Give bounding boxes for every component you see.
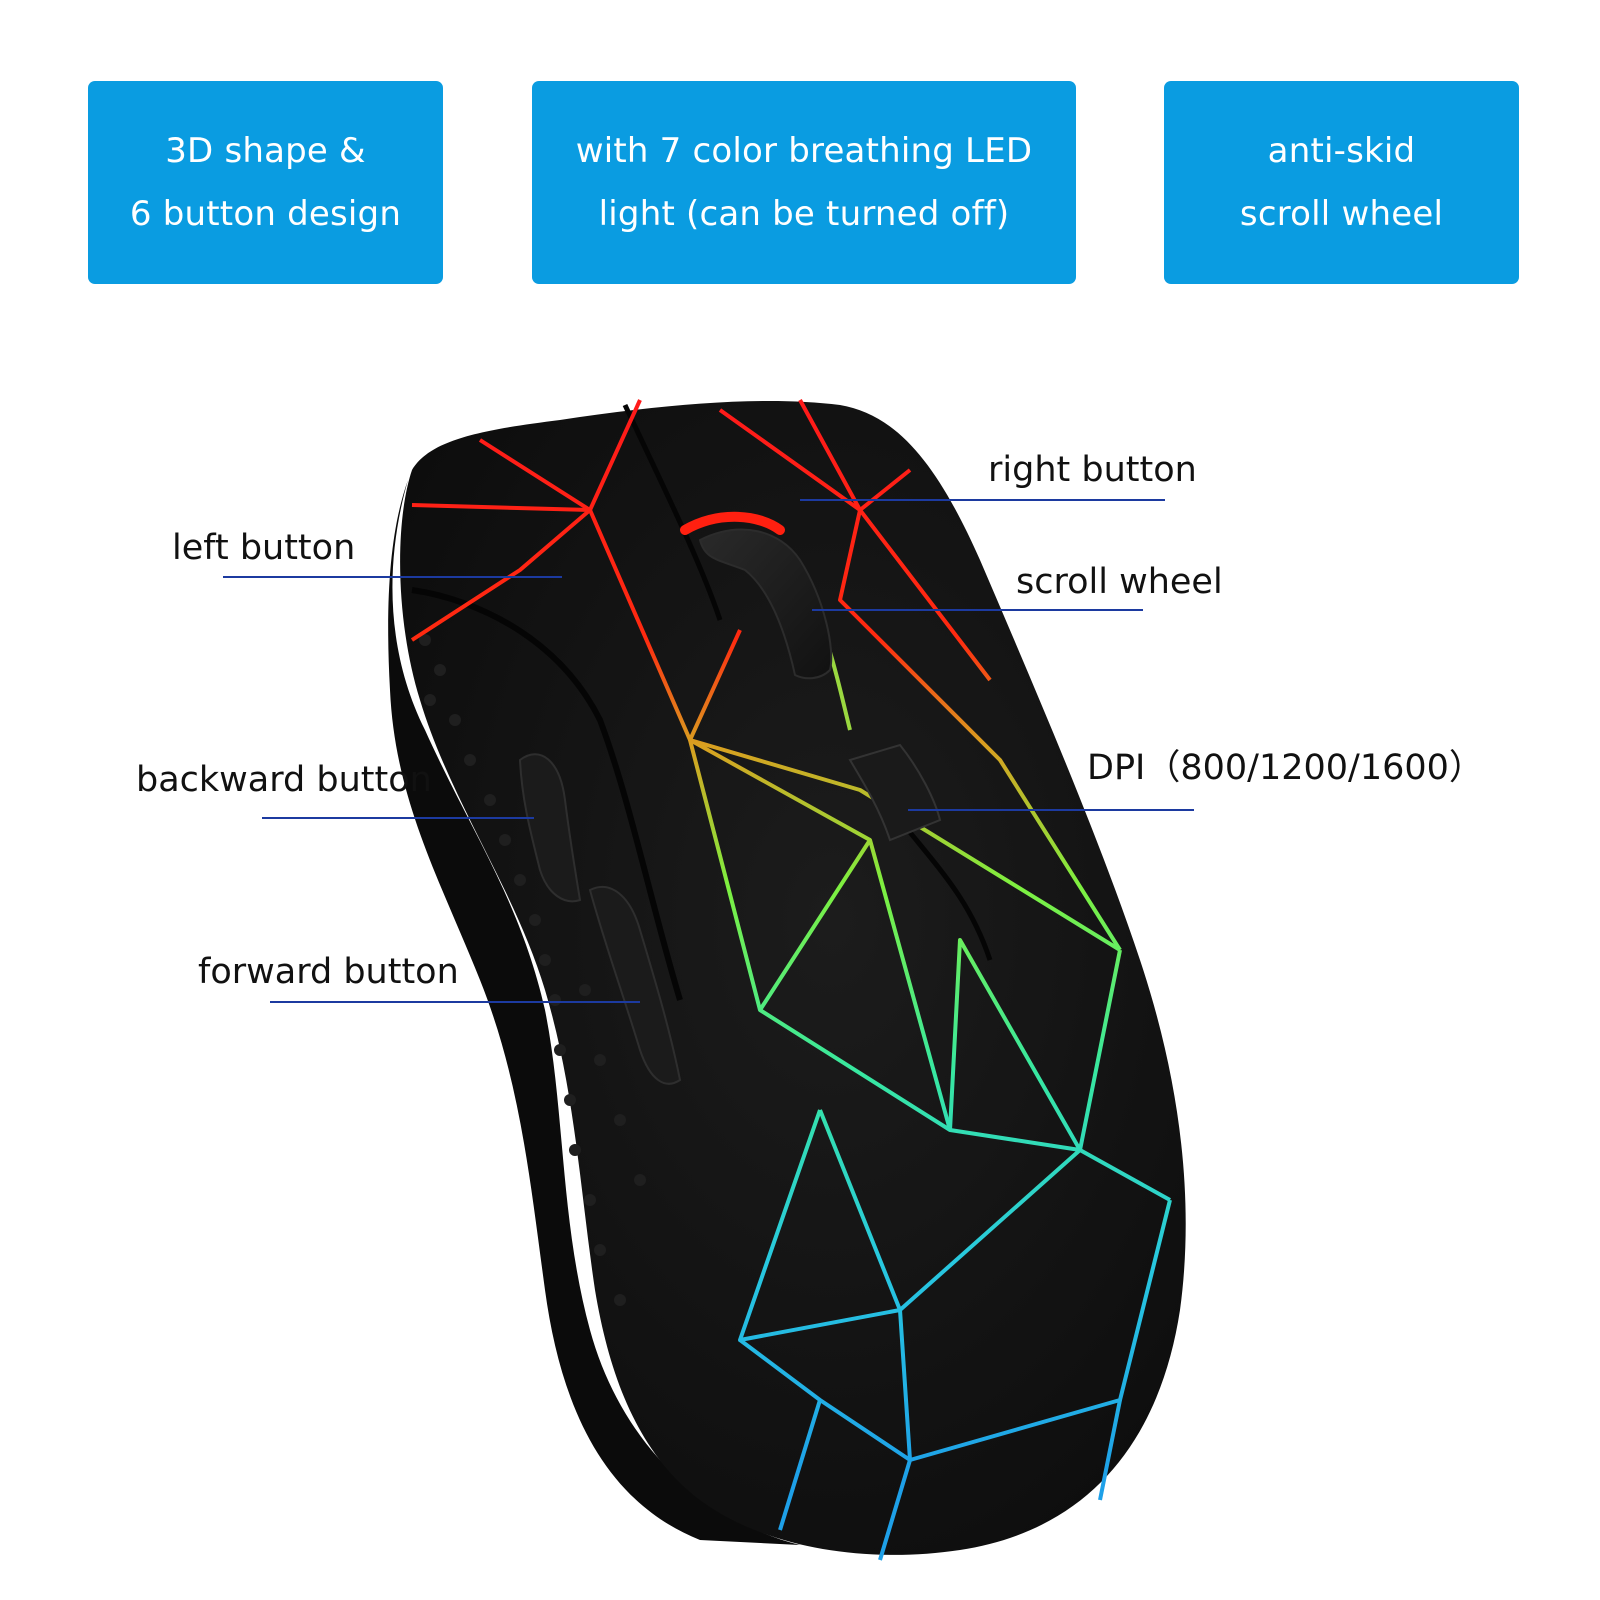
label-right-button: right button: [988, 450, 1197, 490]
backward-side-button: [518, 753, 582, 903]
label-scroll-wheel: scroll wheel: [1016, 562, 1223, 602]
feature-text: anti-skid: [1267, 130, 1416, 171]
feature-text: with 7 color breathing LED: [575, 130, 1033, 171]
feature-text: scroll wheel: [1239, 193, 1444, 234]
label-left-button: left button: [172, 528, 356, 568]
feature-text: 3D shape &: [165, 130, 366, 171]
dpi-button: [848, 743, 942, 842]
feature-text: light (can be turned off): [598, 193, 1010, 234]
feature-box-3d-shape: 3D shape & 6 button design: [88, 81, 443, 284]
feature-text: 6 button design: [129, 193, 402, 234]
label-backward-button: backward button: [136, 760, 432, 800]
mouse-body: [400, 400, 1186, 1555]
label-forward-button: forward button: [198, 952, 459, 992]
forward-side-button: [588, 885, 682, 1085]
feature-box-scroll-wheel: anti-skid scroll wheel: [1164, 81, 1519, 284]
led-light-pattern: [410, 399, 1172, 1561]
label-dpi: DPI（800/1200/1600）: [1087, 748, 1484, 788]
callout-lines: [223, 499, 1194, 1003]
scroll-wheel: [698, 528, 833, 680]
feature-box-led: with 7 color breathing LED light (can be…: [532, 81, 1076, 284]
